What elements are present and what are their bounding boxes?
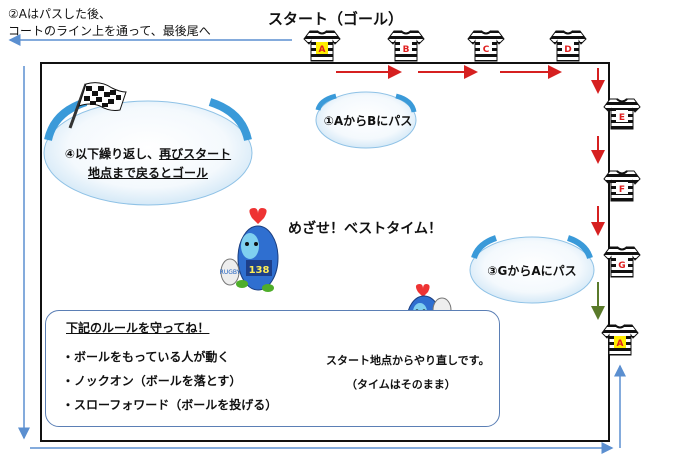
player-label: F [619, 185, 625, 195]
player-label-box [614, 336, 626, 348]
player-label: B [403, 45, 410, 55]
player-label: E [619, 113, 625, 123]
rule-item: ・ボールをもっている人が動く [62, 350, 230, 364]
note-line-1: ②Aはパスした後、 [8, 7, 111, 21]
ball-label-line1-prefix: ④以下繰り返し、 [64, 147, 160, 161]
page-title: スタート（ゴール） [268, 10, 404, 28]
pass-arrows [336, 65, 605, 320]
mascot-ball-text: RUGBY [220, 269, 241, 276]
player-label: A [319, 45, 326, 55]
rule-item: ・スローフォワード（ボールを投げる） [62, 398, 278, 412]
ball-label-line1-underlined: 再びスタート [159, 147, 232, 161]
player-label-box [616, 110, 628, 122]
players: A B C D E F G A [303, 30, 641, 356]
slogan: めざせ！ベストタイム！ [288, 221, 442, 237]
time-note: （タイムはそのまま） [346, 378, 456, 391]
rule-item: ・ノックオン（ボールを落とす） [62, 374, 242, 388]
player-label-box [616, 182, 628, 194]
mascot-character: 138 RUGBY [220, 208, 279, 292]
instruction-note: ②Aはパスした後、 コートのライン上を通って、最後尾へ [8, 6, 211, 40]
player-jersey-g: G [603, 246, 641, 278]
player-jersey-e: E [603, 98, 641, 130]
ball-label-line2: 地点まで戻るとゴール [87, 166, 208, 180]
ball-pass-g-a [469, 235, 595, 304]
player-jersey-f: F [603, 170, 641, 202]
return-path [8, 34, 626, 454]
ball-label-repeat-goal: ④以下繰り返し、再びスタート 地点まで戻るとゴール [58, 145, 238, 183]
player-jersey-c: C [467, 30, 505, 62]
ball-label-pass-g-a: ③GからAにパス [487, 264, 577, 278]
checkered-flag-icon [68, 82, 127, 129]
rules-box [45, 310, 500, 427]
ball-pass-a-b [315, 91, 417, 149]
player-jersey-a: A [303, 30, 341, 62]
player-jersey-b: B [387, 30, 425, 62]
restart-note: スタート地点からやり直しです。 [326, 354, 490, 367]
rules-title: 下記のルールを守ってね！ [66, 321, 210, 335]
player-jersey-a-end: A [601, 324, 639, 356]
player-label-box [400, 42, 412, 54]
player-label-box [316, 42, 328, 54]
ball-label-pass-a-b: ①AからBにパス [323, 114, 413, 128]
player-jersey-d: D [549, 30, 587, 62]
mascot-jersey-number: 138 [249, 265, 270, 276]
player-label: D [564, 45, 571, 55]
player-label-box [562, 42, 574, 54]
player-label-box [480, 42, 492, 54]
player-label: A [617, 339, 624, 349]
player-label: C [483, 45, 490, 55]
player-label-box [616, 258, 628, 270]
note-line-2: コートのライン上を通って、最後尾へ [8, 24, 211, 38]
player-label: G [618, 261, 625, 271]
